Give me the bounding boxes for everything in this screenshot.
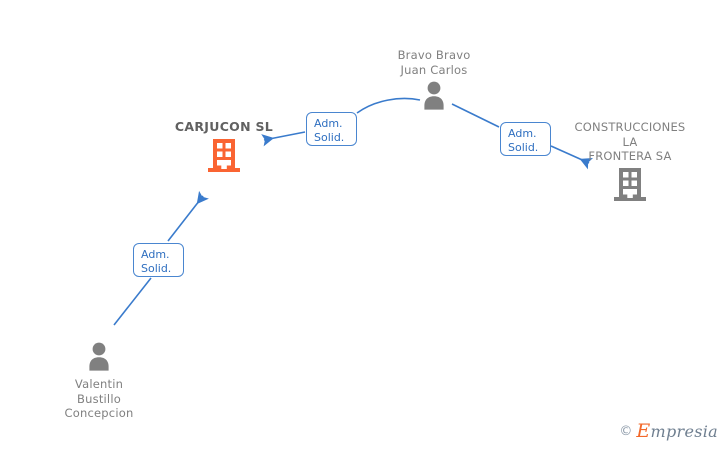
person-icon <box>354 79 514 115</box>
relation-label-bravo-carjucon[interactable]: Adm. Solid. <box>306 112 357 146</box>
relation-label-valentin-carjucon[interactable]: Adm. Solid. <box>133 243 184 277</box>
node-valentin-label: Valentin Bustillo Concepcion <box>64 377 134 420</box>
node-carjucon[interactable]: CARJUCON SL <box>144 119 304 179</box>
building-icon <box>550 166 710 208</box>
node-carjucon-label: CARJUCON SL <box>174 119 274 134</box>
watermark: © Empresia <box>619 420 718 442</box>
node-bravo-label: Bravo Bravo Juan Carlos <box>397 48 471 77</box>
node-bravo[interactable]: Bravo Bravo Juan Carlos <box>354 48 514 115</box>
brand-rest: mpresia <box>650 422 718 441</box>
node-construcciones-label: CONSTRUCCIONES LA FRONTERA SA <box>574 120 686 163</box>
copyright-symbol: © <box>619 423 633 439</box>
brand-initial: E <box>636 420 651 442</box>
brand-name: Empresia <box>636 420 718 442</box>
node-valentin[interactable]: Valentin Bustillo Concepcion <box>19 338 179 421</box>
node-construcciones[interactable]: CONSTRUCCIONES LA FRONTERA SA <box>550 120 710 208</box>
person-icon <box>19 340 179 376</box>
building-icon <box>144 137 304 179</box>
relation-label-bravo-construcciones[interactable]: Adm. Solid. <box>500 122 551 156</box>
